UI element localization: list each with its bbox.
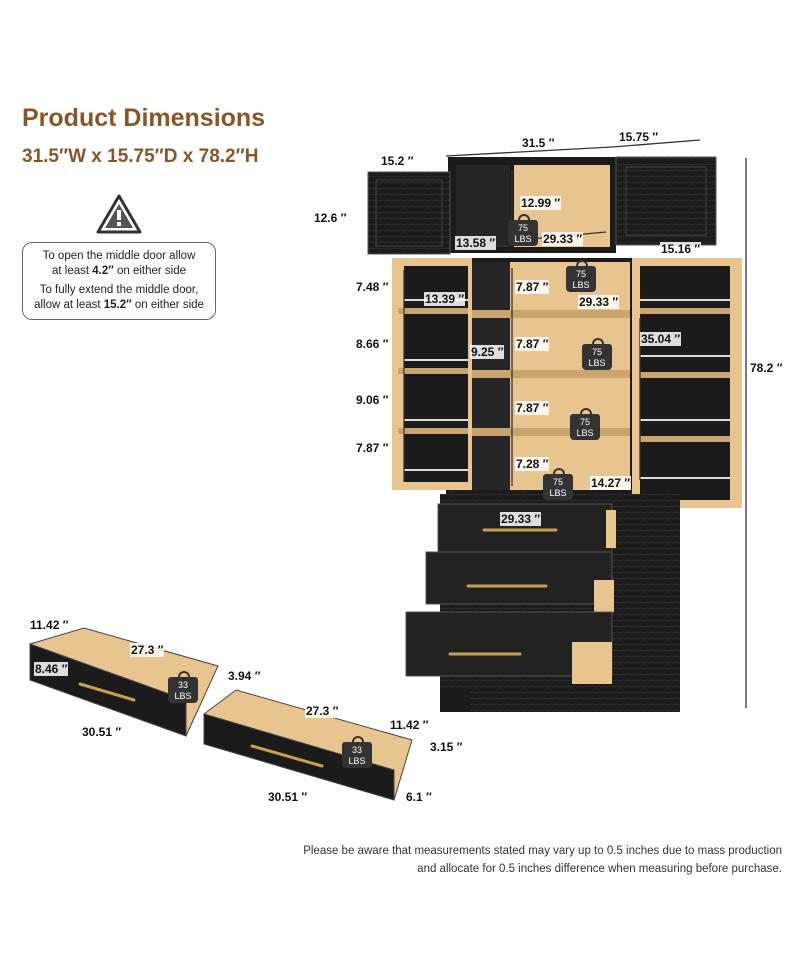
dim-drawer2-outer: 30.51 ″ bbox=[268, 790, 308, 804]
dim-upper-inner-depth: 13.58 ″ bbox=[455, 236, 497, 250]
dim-door-width: 15.2 ″ bbox=[381, 154, 414, 168]
dim-bottom-depth: 14.27 ″ bbox=[590, 476, 632, 490]
dim-drawer2-inner: 27.3 ″ bbox=[305, 704, 340, 718]
clearance-line-2: To fully extend the middle door, allow a… bbox=[34, 284, 204, 311]
page-title: Product Dimensions bbox=[22, 104, 266, 132]
clearance-line-1: To open the middle door allow at least 4… bbox=[42, 250, 196, 277]
dim-shelf-2: 8.66 ″ bbox=[356, 337, 389, 351]
dim-shelf-1: 7.48 ″ bbox=[356, 280, 389, 294]
dim-drawer2-front: 6.1 ″ bbox=[406, 790, 432, 804]
measurement-disclaimer: Please be aware that measurements stated… bbox=[303, 845, 782, 875]
dim-mid-shelf-4: 7.28 ″ bbox=[515, 457, 550, 471]
dim-mid-shelf-2: 7.87 ″ bbox=[515, 337, 550, 351]
dim-drawer1-side: 3.94 ″ bbox=[228, 669, 261, 683]
door-clearance-note: To open the middle door allow at least 4… bbox=[22, 242, 216, 320]
warning-triangle-icon bbox=[96, 194, 142, 234]
dim-shelf-3: 9.06 ″ bbox=[356, 393, 389, 407]
dim-drawer-width: 29.33 ″ bbox=[500, 512, 542, 526]
dim-top-width: 31.5 ″ bbox=[522, 136, 555, 150]
dim-upper-height: 12.6 ″ bbox=[314, 211, 347, 225]
dim-mid-shelf-1: 7.87 ″ bbox=[515, 280, 550, 294]
dim-drawer1-height: 8.46 ″ bbox=[34, 662, 69, 676]
dim-mid-width: 29.33 ″ bbox=[578, 295, 620, 309]
dim-drawer1-inner: 27.3 ″ bbox=[130, 643, 165, 657]
dim-upper-inner-width: 29.33 ″ bbox=[542, 232, 584, 246]
dim-inner-depth-small: 9.25 ″ bbox=[470, 345, 505, 359]
dim-overall-height: 78.2 ″ bbox=[750, 361, 783, 375]
dim-mid-shelf-3: 7.87 ″ bbox=[515, 401, 550, 415]
dim-drawer2-depth: 11.42 ″ bbox=[390, 718, 429, 732]
dim-top-depth: 15.75 ″ bbox=[619, 130, 659, 144]
dim-upper-inner-height: 12.99 ″ bbox=[520, 196, 562, 210]
dim-shelf-4: 7.87 ″ bbox=[356, 441, 389, 455]
dim-side-door-width: 15.16 ″ bbox=[660, 242, 702, 256]
dim-drawer1-outer: 30.51 ″ bbox=[82, 725, 122, 739]
dim-mid-depth: 13.39 ″ bbox=[424, 292, 466, 306]
page-subtitle: 31.5″W x 15.75″D x 78.2″H bbox=[22, 146, 259, 167]
dim-cabinet-height: 35.04 ″ bbox=[640, 332, 682, 346]
dim-drawer2-height: 3.15 ″ bbox=[430, 740, 463, 754]
dim-drawer1-depth: 11.42 ″ bbox=[30, 618, 69, 632]
